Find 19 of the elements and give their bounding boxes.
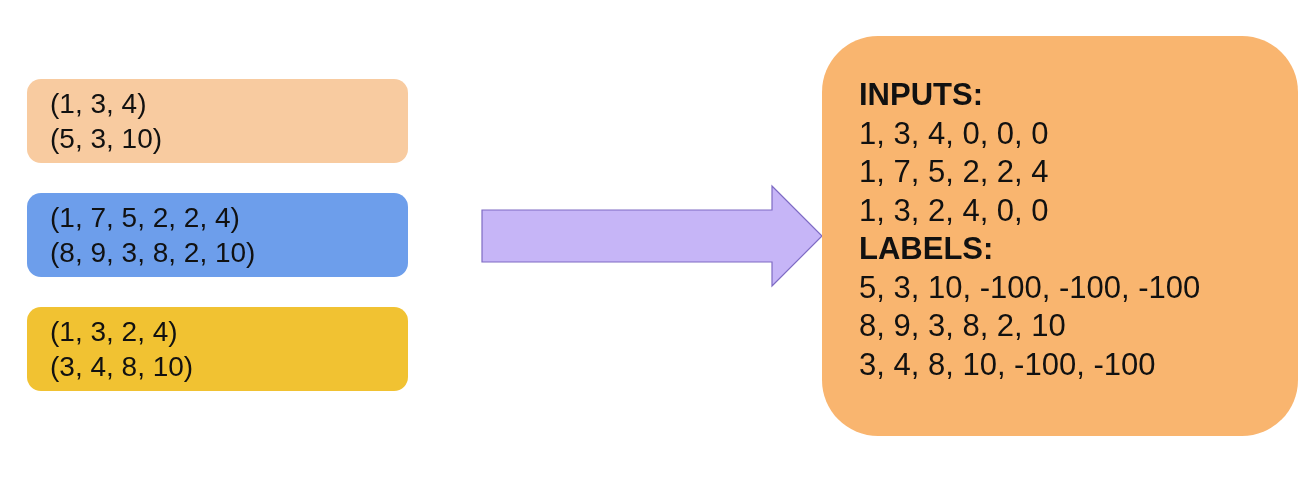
number-list: (8, 9, 3, 8, 2, 10) bbox=[50, 235, 256, 270]
padded-data-box bbox=[822, 36, 1298, 436]
section-heading: LABELS: bbox=[859, 230, 994, 268]
tuple-box bbox=[27, 307, 408, 391]
tuple-box bbox=[27, 193, 408, 277]
number-list: 5, 3, 10, -100, -100, -100 bbox=[859, 268, 1201, 307]
number-list: (1, 3, 2, 4) bbox=[50, 314, 178, 349]
section-heading: INPUTS: bbox=[859, 76, 983, 114]
tuple-box bbox=[27, 79, 408, 163]
number-list: 1, 7, 5, 2, 2, 4 bbox=[859, 153, 1049, 192]
number-list: (3, 4, 8, 10) bbox=[50, 349, 194, 384]
number-list: (5, 3, 10) bbox=[50, 121, 163, 156]
number-list: 1, 3, 2, 4, 0, 0 bbox=[859, 191, 1049, 230]
number-list: 8, 9, 3, 8, 2, 10 bbox=[859, 307, 1066, 346]
number-list: 1, 3, 4, 0, 0, 0 bbox=[859, 114, 1049, 153]
number-list: (1, 7, 5, 2, 2, 4) bbox=[50, 200, 240, 235]
block-arrow bbox=[481, 184, 823, 288]
number-list: 3, 4, 8, 10, -100, -100 bbox=[859, 345, 1156, 384]
number-list: (1, 3, 4) bbox=[50, 86, 147, 121]
